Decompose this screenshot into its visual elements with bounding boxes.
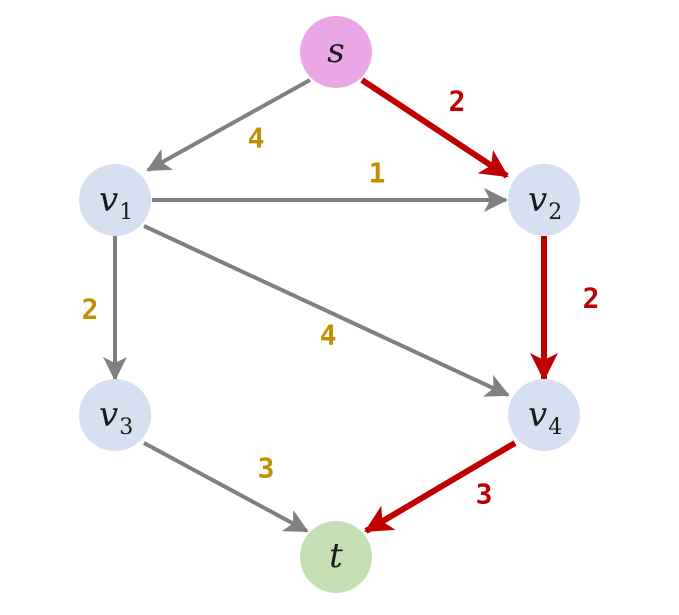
node-circle-v3 [79, 379, 151, 451]
node-subscript: 1 [119, 200, 133, 225]
edge-weight-v4-t: 3 [476, 478, 493, 511]
node-symbol: v [528, 180, 547, 220]
edge-weight-v2-v4: 2 [583, 282, 600, 315]
edge-v3-t [143, 441, 309, 533]
node-circle-v4 [508, 379, 580, 451]
edge-weight-layer: 4 2 1 2 4 2 3 3 [82, 85, 600, 511]
edge-s-v1 [146, 78, 311, 172]
node-label-t: t [329, 536, 343, 576]
node-subscript: 3 [119, 415, 133, 440]
node-label-v4: v4 [528, 395, 562, 440]
node-v3: v3 [79, 379, 151, 451]
edge-layer [103, 77, 558, 534]
node-label-v2: v2 [528, 180, 562, 225]
edge-s-v2 [360, 77, 509, 179]
node-v1: v1 [79, 164, 151, 236]
edge-v4-t [364, 440, 517, 534]
node-label-v3: v3 [99, 395, 133, 440]
node-circle-s [300, 16, 372, 88]
node-v2: v2 [508, 164, 580, 236]
node-symbol: v [99, 395, 118, 435]
node-subscript: 2 [548, 200, 562, 225]
edge-v1-v4 [143, 224, 510, 397]
node-label-v1: v1 [99, 180, 133, 225]
edge-weight-v1-v2: 1 [369, 157, 386, 190]
edge-weight-s-v1: 4 [248, 122, 265, 155]
node-s: s [300, 16, 372, 88]
node-circle-v1 [79, 164, 151, 236]
node-symbol: v [99, 180, 118, 220]
node-v4: v4 [508, 379, 580, 451]
node-circle-v2 [508, 164, 580, 236]
edge-weight-v1-v4: 4 [320, 319, 337, 352]
node-symbol: v [528, 395, 547, 435]
node-subscript: 4 [548, 415, 562, 440]
node-label-s: s [327, 31, 344, 71]
node-t: t [300, 521, 372, 593]
node-circle-t [300, 521, 372, 593]
edge-weight-v1-v3: 2 [82, 293, 99, 326]
edge-weight-s-v2: 2 [449, 85, 466, 118]
edge-weight-v3-t: 3 [258, 452, 275, 485]
